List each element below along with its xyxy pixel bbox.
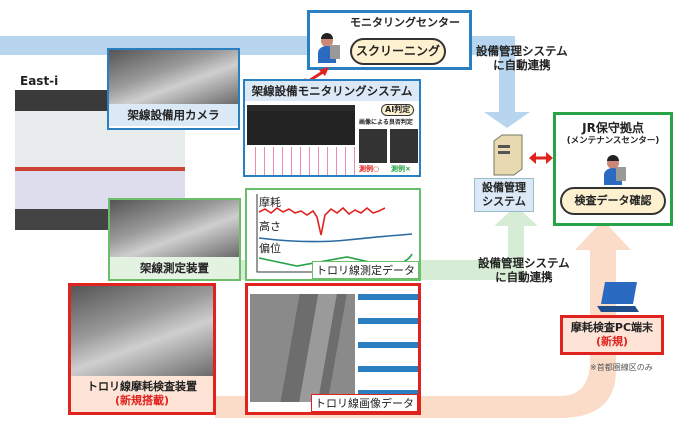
wear-label: 摩耗 (259, 196, 281, 209)
auto-link-top-line2: に自動連携 (493, 58, 551, 73)
ai-badge: AI判定 (381, 104, 415, 116)
judgement-label: 画像による良否判定 (359, 119, 413, 126)
wear-device-tag: (新規搭載) (114, 393, 170, 407)
wear-line (258, 206, 386, 236)
measuring-device-label: 架線測定装置 (110, 257, 239, 280)
measurement-chart-caption: トロリ線測定データ (312, 261, 419, 279)
pc-terminal-panel: 摩耗検査PC端末 (新規) (560, 315, 664, 355)
example-ok-label: 測例○ (359, 165, 380, 173)
inspection-data-pill: 検査データ確認 (560, 187, 666, 215)
laptop-icon (597, 282, 639, 312)
example-ng-image (390, 129, 418, 163)
wear-device-label: トロリ線摩耗検査装置 (新規搭載) (71, 376, 213, 412)
jr-base-subtitle: (メンテナンスセンター) (566, 136, 660, 146)
measuring-device-photo (110, 200, 239, 257)
auto-link-bottom-line1: 設備管理システム (478, 256, 570, 270)
waveform-screen (247, 105, 355, 145)
auto-link-bottom: 設備管理システム に自動連携 (478, 256, 570, 285)
wire-image (250, 294, 355, 402)
server-jr-arrow-icon (529, 152, 553, 164)
settings-sidebar (358, 294, 418, 394)
measuring-device-panel: 架線測定装置 (108, 198, 241, 281)
height-label: 高さ (259, 220, 281, 233)
monitoring-system-title: 架線設備モニタリングシステム (245, 81, 419, 102)
monitoring-center-title: モニタリングセンター (350, 16, 460, 29)
pc-terminal-title: 摩耗検査PC端末 (570, 321, 654, 334)
example-ok-image (359, 129, 387, 163)
displacement-label: 偏位 (259, 242, 281, 255)
camera-label: 架線設備用カメラ (109, 104, 238, 127)
image-data-caption: トロリ線画像データ (311, 394, 418, 412)
wear-device-title: トロリ線摩耗検査装置 (87, 380, 197, 393)
measurement-chart (256, 194, 413, 273)
blue-flow-arrow (0, 36, 530, 128)
image-data-panel: トロリ線画像データ (245, 283, 421, 415)
maintenance-operator-icon (604, 155, 626, 185)
server-label-line2: システム (482, 194, 526, 208)
operator-icon (318, 33, 340, 63)
auto-link-top: 設備管理システム に自動連携 (476, 44, 568, 73)
height-line (258, 233, 413, 243)
camera-photo (109, 50, 238, 104)
wear-device-panel: トロリ線摩耗検査装置 (新規搭載) (68, 283, 216, 415)
pc-terminal-note: ※首都圏線区のみ (590, 363, 653, 372)
example-ng-label: 測例× (391, 165, 411, 173)
jr-base-panel: JR保守拠点 (メンテナンスセンター) 検査データ確認 (553, 112, 673, 226)
server-label-line1: 設備管理 (482, 181, 526, 194)
auto-link-bottom-line2: に自動連携 (495, 270, 553, 285)
monitoring-center-panel: モニタリングセンター スクリーニング (307, 10, 472, 70)
camera-panel: 架線設備用カメラ (107, 48, 240, 130)
server-label: 設備管理 システム (474, 178, 534, 212)
train-label: East-i (20, 74, 59, 88)
measurement-chart-panel: 摩耗 高さ 偏位 トロリ線測定データ (245, 188, 421, 281)
auto-link-top-line1: 設備管理システム (476, 44, 568, 58)
screening-pill: スクリーニング (350, 38, 446, 65)
pc-terminal-tag: (新規) (595, 334, 629, 348)
chart-strip (247, 147, 355, 175)
jr-base-title: JR保守拠点 (582, 121, 644, 135)
server-icon (493, 134, 523, 176)
monitoring-system-panel: 架線設備モニタリングシステム AI判定 画像による良否判定 測例○ 測例× (243, 79, 421, 177)
wear-device-photo (71, 286, 213, 376)
